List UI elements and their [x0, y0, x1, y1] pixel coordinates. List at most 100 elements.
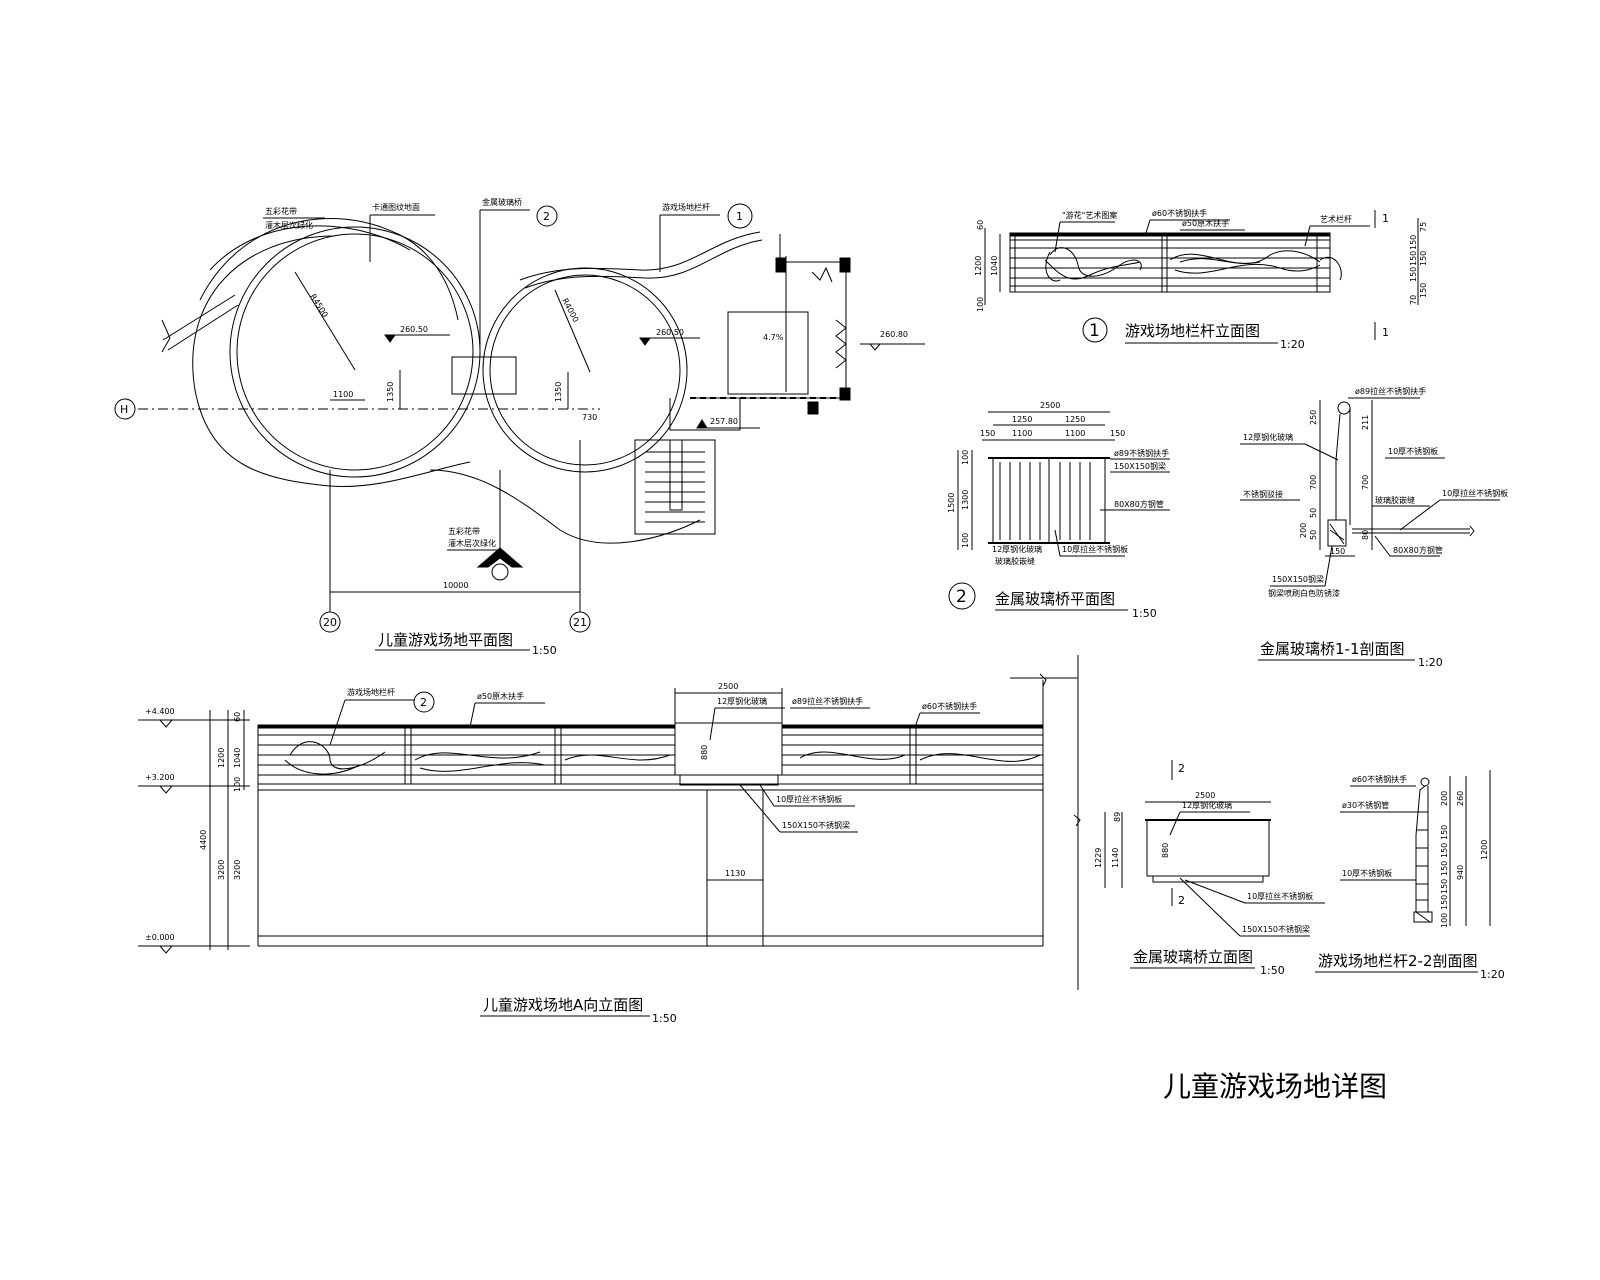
bp-scale: 1:50: [1132, 607, 1157, 620]
stair-rect: [634, 439, 716, 535]
rs-dim-150a: 150: [1440, 825, 1449, 840]
bp-dim-1250b: 1250: [1065, 415, 1085, 424]
re-rdim-150d: 150: [1409, 267, 1418, 282]
be-dim-1229: 1229: [1094, 848, 1103, 868]
bp-label-glass-b: 玻璃胶嵌缝: [995, 556, 1035, 566]
ea-label-beam: 150X150不锈钢梁: [782, 820, 850, 830]
re-dim-100: 100: [976, 297, 985, 312]
bp-label-tube: 80X80方钢管: [1114, 499, 1164, 509]
ea-dim-1040: 1040: [233, 748, 242, 768]
bs-label-beam: 150X150钢梁: [1272, 574, 1324, 584]
railing-curve: [519, 231, 761, 281]
bs-label-rail: ø89拉丝不锈钢扶手: [1355, 386, 1426, 396]
re-rdim-150c: 150: [1419, 251, 1428, 266]
be-title: 金属玻璃桥立面图: [1133, 948, 1253, 966]
plan-callout-1: 1: [736, 210, 743, 223]
be-sec-top: 2: [1178, 762, 1185, 775]
rs-dim-150b: 150: [1440, 843, 1449, 858]
zigzag-top: [811, 266, 833, 283]
ea-dim-60: 60: [233, 712, 242, 722]
re-num: 1: [1089, 321, 1100, 341]
re-label-art: 艺术栏杆: [1320, 214, 1352, 224]
rs-label-rail60: ø60不锈钢扶手: [1352, 774, 1407, 784]
rs-dim-150c: 150: [1440, 861, 1449, 876]
bp-label-beam: 150X150钢梁: [1114, 461, 1166, 471]
ea-dim-3200a: 3200: [217, 860, 226, 880]
rs-dim-940: 940: [1456, 865, 1465, 880]
label-flowers-2a: 五彩花带: [448, 526, 480, 536]
label-flowers-1b: 灌木层次绿化: [265, 220, 313, 230]
bs-rdim-211: 211: [1361, 415, 1370, 430]
rs-label-plate: 10厚不锈钢板: [1342, 868, 1392, 878]
bs-rdim-80: 80: [1361, 530, 1370, 540]
ea-label-glass: 12厚钢化玻璃: [717, 696, 767, 706]
art-pattern-1: [1049, 247, 1142, 277]
bs-dim-700: 700: [1309, 475, 1318, 490]
re-rdim-75: 75: [1419, 222, 1428, 232]
ea-level-mid: +3.200: [145, 773, 175, 782]
bp-dim-150a: 150: [980, 429, 995, 438]
bp-dim-1100b: 1100: [1065, 429, 1085, 438]
a-elevation-view: +4.400 +3.200 ±0.000 60 1200 1040 100 44…: [138, 655, 1081, 1025]
rs-dim-150d: 150: [1440, 879, 1449, 894]
label-flowers-1a: 五彩花带: [265, 206, 297, 216]
elev-stair: 257.80: [710, 417, 738, 426]
sheet-main-title: 儿童游戏场地详图: [1163, 1070, 1387, 1103]
bp-dim-100a: 100: [961, 450, 970, 465]
elev-mid: 260.50: [656, 328, 684, 337]
re-dim-60: 60: [976, 220, 985, 230]
bp-label-plate: 10厚拉丝不锈钢板: [1062, 544, 1128, 554]
ea-callout: 2: [420, 696, 427, 709]
ea-dim-3200b: 3200: [233, 860, 242, 880]
bs-dim-50a: 50: [1309, 508, 1318, 518]
ea-bridge: [674, 722, 783, 776]
bs-dim-50b: 50: [1309, 530, 1318, 540]
bs-dim-150: 150: [1330, 547, 1345, 556]
be-label-plate: 10厚拉丝不锈钢板: [1247, 891, 1313, 901]
axis-20-bubble: [319, 611, 341, 633]
right-round-area-outer: [482, 267, 688, 473]
elev-left: 260.50: [400, 325, 428, 334]
bridge-elevation-view: 2500 2 2 89 1229 1140 880 12厚钢化玻璃 10厚拉丝不…: [1094, 760, 1325, 977]
bs-label-paint: 钢梁喷刷白色防锈漆: [1268, 588, 1340, 598]
be-dim-89: 89: [1113, 812, 1122, 822]
ea-column: [706, 789, 764, 947]
ea-label-wood-rail: ø50原木扶手: [477, 691, 524, 701]
dim-1350-b: 1350: [554, 382, 563, 402]
left-outer-boundary: [192, 235, 471, 488]
rs-label-rail30: ø30不锈钢管: [1342, 800, 1389, 810]
ea-dim-100: 100: [233, 777, 242, 792]
pavilion-rect: [727, 311, 809, 395]
left-hedge-edge-2: [167, 304, 239, 351]
ea-label-railing: 游戏场地栏杆: [347, 687, 395, 697]
bs-dim-200: 200: [1299, 523, 1308, 538]
bp-label-glass-a: 12厚钢化玻璃: [992, 544, 1042, 554]
bs-beam: [1327, 519, 1347, 547]
view-direction-arrow: [476, 547, 524, 568]
column-4: [807, 401, 819, 415]
rs-title: 游戏场地栏杆2-2剖面图: [1318, 952, 1478, 970]
bp-dim-1250a: 1250: [1012, 415, 1032, 424]
ea-dim-1200: 1200: [217, 748, 226, 768]
bp-label-rail: ø89不锈钢扶手: [1114, 448, 1169, 458]
bs-label-connector: 不锈钢驳接: [1243, 489, 1283, 499]
art-pattern-3: [1319, 257, 1342, 281]
rs-scale: 1:20: [1480, 968, 1505, 981]
rs-dim-200: 200: [1440, 791, 1449, 806]
label-glass-bridge: 金属玻璃桥: [482, 197, 522, 207]
column-1: [775, 257, 787, 273]
slope-value: 4.7%: [763, 333, 784, 342]
rs-dim-100: 100: [1440, 913, 1449, 928]
radius-left: R4500: [308, 292, 329, 319]
bridge-section-view: 250 700 50 200 50 211 700 80 150 ø89拉丝不锈…: [1240, 386, 1508, 669]
axis-h-bubble: [114, 398, 136, 420]
ea-dim-2500: 2500: [718, 682, 738, 691]
ea-dim-880: 880: [700, 745, 709, 760]
railing-curve-2: [524, 239, 763, 289]
left-round-area-outer: [229, 226, 481, 478]
column-3: [839, 387, 851, 401]
re-label-rail1: ø60不锈钢扶手: [1152, 208, 1207, 218]
re-label-rail2: ø50原木扶手: [1182, 218, 1229, 228]
label-cartoon-ground: 卡通图纹地面: [372, 202, 420, 212]
bp-dim-100b: 100: [961, 533, 970, 548]
